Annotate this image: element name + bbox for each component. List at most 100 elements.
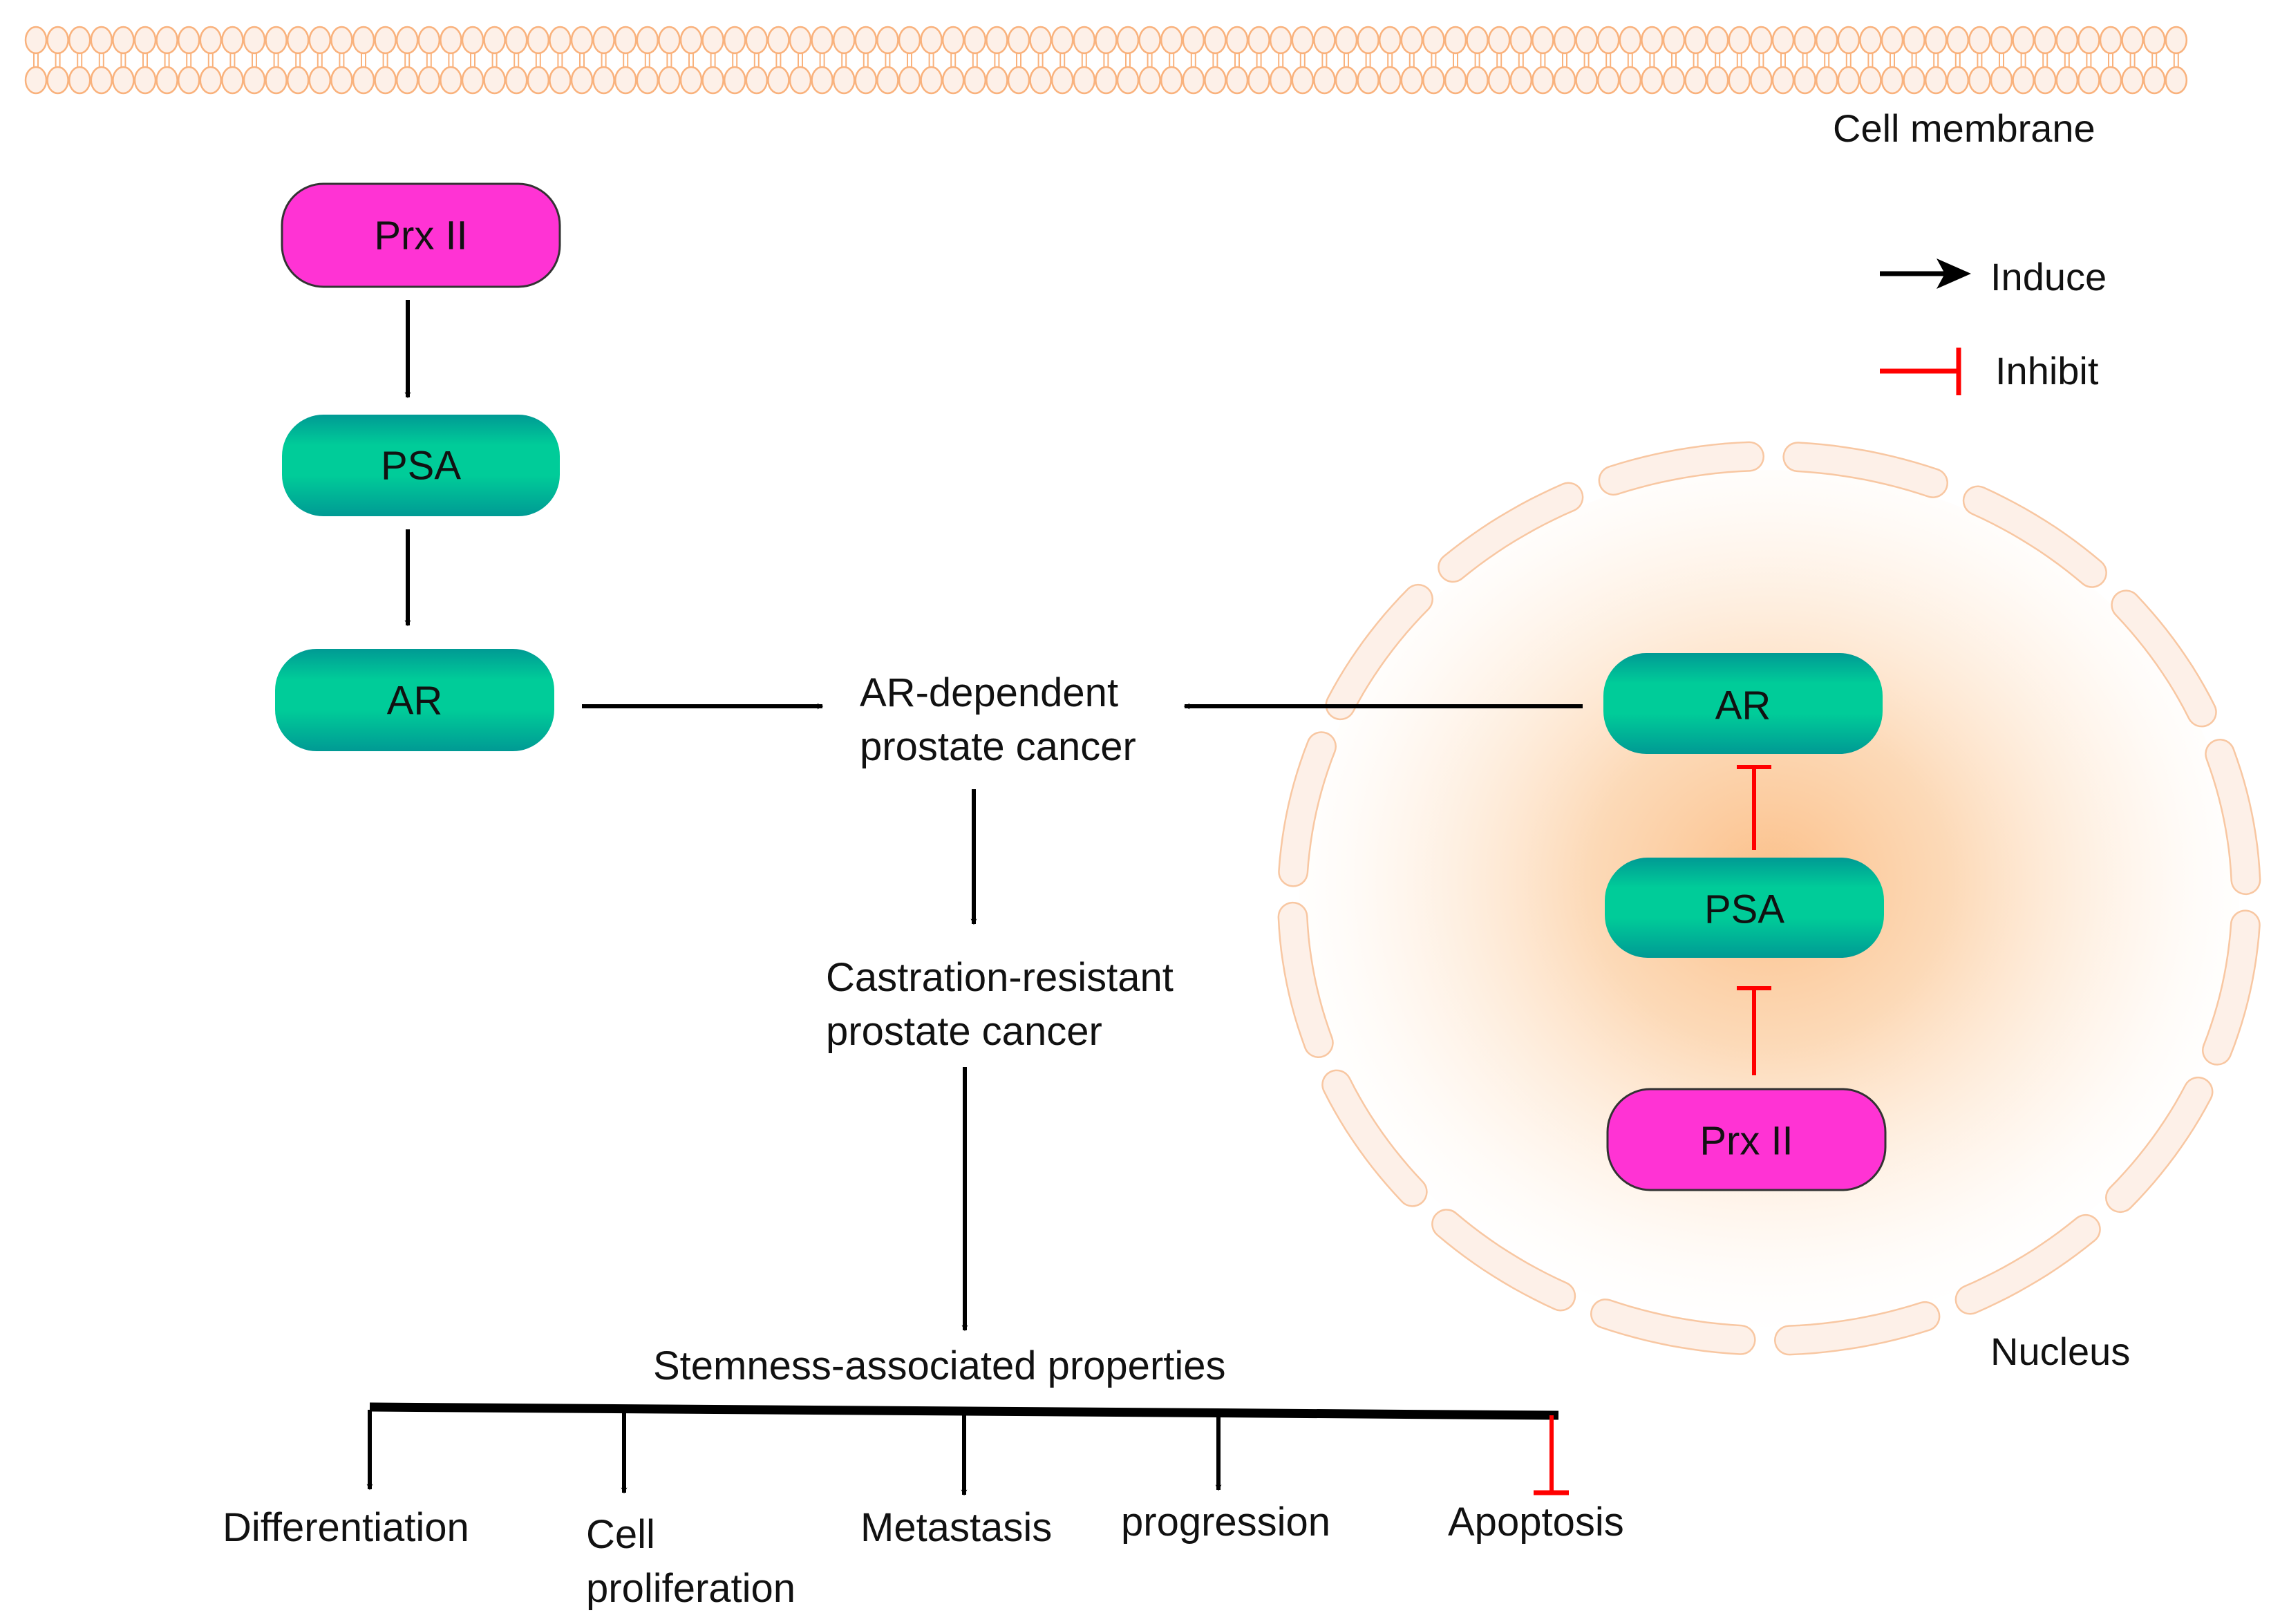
phospholipid-head: [1182, 66, 1205, 95]
phospholipid-head: [1881, 66, 1904, 95]
phospholipid-head: [286, 26, 310, 55]
phospholipid-head: [876, 26, 899, 55]
nuclear-envelope-segment: [1279, 733, 1335, 886]
nuclear-envelope: [1277, 441, 2261, 1356]
phospholipid-head: [308, 66, 332, 95]
legend: Induce Inhibit: [1880, 255, 2107, 395]
phospholipid-head: [2012, 26, 2035, 55]
phospholipid-head: [1815, 66, 1838, 95]
legend-inhibit-label: Inhibit: [1995, 349, 2099, 393]
phospholipid-head: [1269, 66, 1292, 95]
nuclear-envelope-segment: [1327, 585, 1432, 719]
phospholipid-head: [1444, 26, 1467, 55]
phospholipid-head: [265, 66, 288, 95]
phospholipid-head: [2121, 66, 2144, 95]
phospholipid-head: [1881, 26, 1904, 55]
crpc-line1: Castration-resistant: [826, 955, 1174, 1000]
effect-differentiation: Differentiation: [223, 1505, 469, 1550]
phospholipid-head: [1903, 66, 1925, 95]
svg-text:PSA: PSA: [1704, 887, 1784, 932]
phospholipid-head: [286, 66, 310, 95]
phospholipid-head: [1007, 26, 1030, 55]
node-prx2-cytoplasm: Prx II: [281, 182, 561, 288]
phospholipid-head: [1357, 66, 1379, 95]
phospholipid-head: [461, 26, 484, 55]
phospholipid-head: [1225, 66, 1249, 95]
phospholipid-head: [1444, 66, 1467, 95]
phospholipid-head: [723, 26, 746, 55]
phospholipid-head: [1924, 66, 1948, 95]
phospholipid-head: [1247, 26, 1270, 55]
phospholipid-head: [1269, 26, 1292, 55]
phospholipid-head: [199, 66, 223, 95]
phospholipid-head: [1116, 26, 1140, 55]
phospholipid-head: [1903, 26, 1925, 55]
phospholipid-head: [1990, 26, 2013, 55]
phospholipid-head: [745, 66, 769, 95]
phospholipid-head: [570, 66, 594, 95]
phospholipid-head: [1532, 66, 1554, 95]
phospholipid-head: [1422, 26, 1445, 55]
phospholipid-head: [920, 66, 943, 95]
phospholipid-head: [679, 66, 703, 95]
phospholipid-head: [832, 66, 856, 95]
phospholipid-head: [90, 66, 113, 95]
inhibit-to-apoptosis: [1534, 1415, 1569, 1495]
nuclear-envelope-segment: [2203, 911, 2259, 1064]
cell-membrane-bilayer: [24, 26, 2188, 95]
inhibit-psa-to-ar: [1737, 765, 1771, 850]
phospholipid-head: [1596, 26, 1620, 55]
phospholipid-head: [24, 26, 48, 55]
phospholipid-head: [570, 26, 594, 55]
phospholipid-head: [614, 26, 637, 55]
phospholipid-head: [1771, 26, 1795, 55]
svg-text:Prx II: Prx II: [374, 213, 467, 258]
stemness-branch-bar: [369, 1402, 1559, 1420]
phospholipid-head: [505, 26, 528, 55]
phospholipid-head: [243, 26, 266, 55]
phospholipid-head: [1204, 66, 1227, 95]
phospholipid-head: [963, 26, 987, 55]
phospholipid-head: [395, 66, 419, 95]
phospholipid-head: [745, 26, 769, 55]
phospholipid-head: [352, 26, 375, 55]
phospholipid-head: [1095, 66, 1118, 95]
nuclear-envelope-segment: [1957, 1216, 2100, 1313]
phospholipid-head: [1859, 26, 1882, 55]
svg-text:Prx II: Prx II: [1699, 1118, 1793, 1163]
phospholipid-head: [1487, 26, 1511, 55]
phospholipid-head: [1859, 66, 1882, 95]
phospholipid-head: [658, 66, 681, 95]
effect-cell-proliferation-line1: Cell: [586, 1512, 655, 1557]
phospholipid-head: [1357, 26, 1379, 55]
phospholipid-head: [592, 26, 615, 55]
phospholipid-head: [1400, 26, 1424, 55]
phospholipid-head: [1553, 66, 1576, 95]
phospholipid-head: [1990, 66, 2013, 95]
phospholipid-head: [1029, 26, 1052, 55]
phospholipid-head: [1291, 66, 1315, 95]
cell-membrane-label: Cell membrane: [1833, 106, 2095, 150]
phospholipid-head: [1684, 26, 1707, 55]
phospholipid-head: [1641, 66, 1664, 95]
node-ar-nucleus: AR: [1603, 653, 1883, 754]
nuclear-envelope-segment: [1784, 443, 1947, 497]
phospholipid-head: [330, 26, 353, 55]
phospholipid-head: [1378, 26, 1402, 55]
phospholipid-head: [1225, 26, 1249, 55]
phospholipid-head: [2099, 66, 2122, 95]
phospholipid-head: [156, 26, 178, 55]
phospholipid-head: [1575, 26, 1598, 55]
phospholipid-head: [374, 26, 397, 55]
phospholipid-head: [527, 66, 550, 95]
phospholipid-head: [199, 26, 223, 55]
phospholipid-head: [46, 66, 69, 95]
ar-dependent-line1: AR-dependent: [860, 670, 1118, 715]
phospholipid-head: [1662, 66, 1686, 95]
phospholipid-head: [1619, 26, 1642, 55]
phospholipid-head: [767, 66, 790, 95]
nuclear-envelope-segment: [1433, 1210, 1574, 1310]
phospholipid-head: [1793, 26, 1816, 55]
nuclear-envelope-segment: [2206, 740, 2259, 894]
